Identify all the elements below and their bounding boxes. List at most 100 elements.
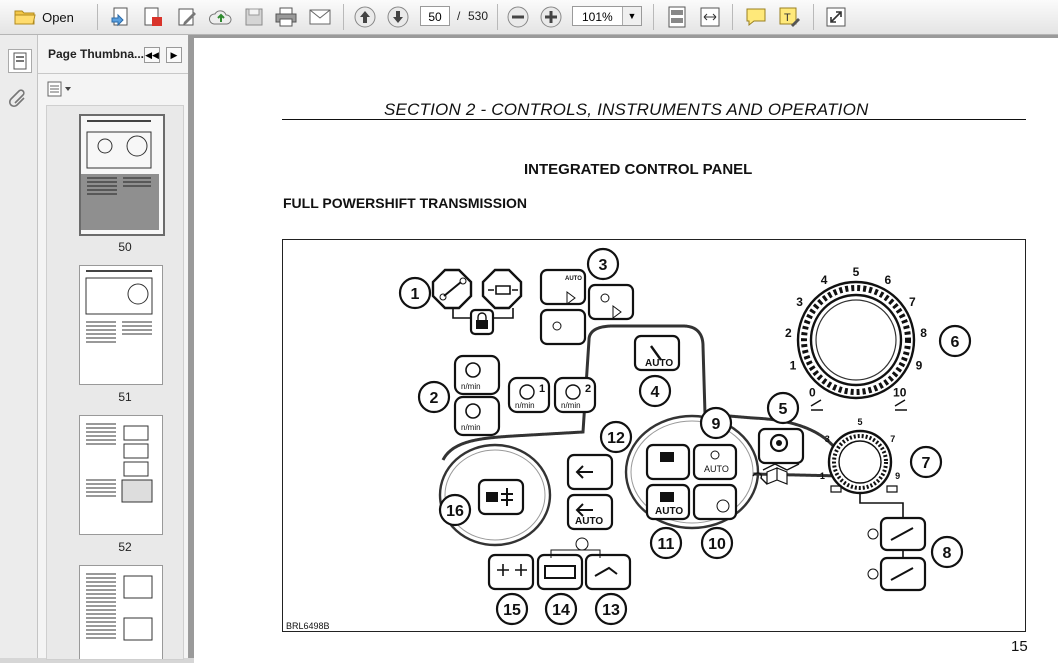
previous-page-button[interactable] [352, 5, 378, 29]
dial-tick-label: 9 [895, 471, 900, 481]
auto-label: AUTO [645, 358, 673, 369]
page-thumbnail-51[interactable] [79, 265, 163, 385]
callout-number: 12 [607, 430, 625, 447]
auto-label: AUTO [655, 506, 683, 517]
page-number-input[interactable]: 50 [420, 6, 450, 26]
zoom-out-button[interactable] [505, 5, 531, 29]
zoom-select[interactable]: 101% ▼ [572, 6, 642, 26]
thumbnail-page-number: 51 [118, 390, 132, 404]
control-panel-diagram: 1 2 n/min n/min n/min n/min AUTO [286, 247, 972, 631]
callout-9: 9 [699, 406, 733, 440]
document-viewport: SECTION 2 - CONTROLS, INSTRUMENTS AND OP… [189, 35, 1058, 663]
callout-13: 13 [594, 592, 628, 626]
arrow-down-circle-icon [387, 6, 409, 28]
panel-title: INTEGRATED CONTROL PANEL [524, 161, 753, 178]
rear-wheel-inner [444, 449, 546, 541]
plus-circle-icon [540, 6, 562, 28]
expand-button[interactable] [823, 5, 849, 29]
front-wheel-inner [630, 420, 754, 524]
upload-cloud-button[interactable] [208, 5, 234, 29]
fit-page-icon [668, 6, 686, 28]
toolbar-separator [653, 4, 654, 30]
engine-speed-memory-switches: 1 2 n/min n/min n/min n/min [453, 354, 597, 437]
thumbnail-options-button[interactable] [46, 80, 74, 98]
print-button[interactable] [273, 5, 299, 29]
callout-3: 3 [586, 247, 620, 281]
close-panel-icon[interactable]: ▶ [166, 47, 182, 63]
thumbnail-preview-icon [86, 573, 153, 641]
callout-5: 5 [766, 391, 800, 425]
convert-pdf-button[interactable] [140, 5, 166, 29]
svg-text:2: 2 [585, 383, 591, 395]
callout-10: 10 [700, 526, 734, 560]
highlight-button[interactable]: T [776, 5, 802, 29]
zoom-in-button[interactable] [538, 5, 564, 29]
page-thumbnail-53[interactable] [79, 565, 163, 659]
callout-number: 10 [708, 536, 726, 553]
callout-number: 5 [779, 401, 788, 418]
control-panel-figure: 1 2 n/min n/min n/min n/min AUTO [282, 239, 1026, 632]
callout-6: 6 [938, 324, 972, 358]
callout-4: 4 [638, 374, 672, 408]
wheel-slip-switch [757, 427, 805, 471]
tractor-outline-inner [448, 330, 701, 463]
create-pdf-button[interactable] [108, 5, 134, 29]
dial-tick-label: 1 [790, 359, 797, 373]
zoom-value: 101% [582, 10, 613, 24]
email-button[interactable] [307, 5, 333, 29]
fit-page-button[interactable] [664, 5, 690, 29]
toolbar-separator [732, 4, 733, 30]
thumbnail-list: 50 51 52 [46, 105, 184, 660]
toolbar: Open 50 / 530 101% ▼ [0, 0, 1058, 35]
minus-circle-icon [507, 6, 529, 28]
speech-bubble-icon [746, 8, 766, 27]
dial-tick-label: 3 [796, 295, 803, 309]
pdf-convert-icon [144, 7, 162, 26]
dial-tick-label: 9 [916, 359, 923, 373]
comment-button[interactable] [743, 5, 769, 29]
thumbnail-page-number: 50 [118, 240, 132, 254]
envelope-icon [309, 9, 331, 25]
expand-arrows-icon [826, 7, 846, 27]
page-thumbnail-52[interactable] [79, 415, 163, 535]
open-label: Open [42, 9, 74, 25]
thumbnails-panel: Page Thumbna... ◀◀ ▶ 50 51 52 ▲ ▼ [38, 35, 219, 660]
full-screen-button[interactable] [697, 5, 723, 29]
pto-start-switches [867, 516, 927, 592]
callout-number: 16 [446, 503, 464, 520]
callout-16: 16 [438, 493, 472, 527]
thumbnails-title: Page Thumbna... [48, 47, 145, 61]
printer-icon [275, 7, 297, 27]
callout-number: 4 [651, 384, 660, 401]
total-pages: 530 [468, 9, 489, 23]
folder-icon [14, 10, 36, 25]
callout-12: 12 [599, 420, 633, 454]
callout-number: 13 [602, 602, 620, 619]
dial-tick-label: 1 [820, 471, 825, 481]
attachments-tab[interactable] [8, 87, 30, 109]
open-button[interactable]: Open [6, 5, 82, 29]
dial-tick-label: 7 [909, 295, 916, 309]
edit-button[interactable] [174, 5, 200, 29]
callout-number: 14 [552, 602, 570, 619]
section-rule [282, 119, 1026, 120]
dial-tick-label: 7 [890, 434, 895, 444]
auto-label: AUTO [565, 276, 582, 282]
callout-number: 1 [411, 286, 420, 303]
page-thumbnail-50[interactable] [79, 114, 165, 236]
thumbnail-page-number: 52 [118, 540, 132, 554]
chevron-down-icon[interactable]: ▼ [622, 7, 641, 25]
dial-tick-label: 6 [885, 273, 892, 287]
save-button[interactable] [241, 5, 267, 29]
page-thumbnails-icon [13, 52, 27, 70]
page-thumbnails-tab[interactable] [8, 49, 32, 73]
thumbnails-header: Page Thumbna... ◀◀ ▶ [38, 35, 188, 74]
dial-tick-label: 5 [857, 417, 862, 427]
highlighter-icon: T [779, 7, 800, 27]
next-page-button[interactable] [385, 5, 411, 29]
callout-number: 15 [503, 602, 521, 619]
collapse-panel-icon[interactable]: ◀◀ [144, 47, 160, 63]
